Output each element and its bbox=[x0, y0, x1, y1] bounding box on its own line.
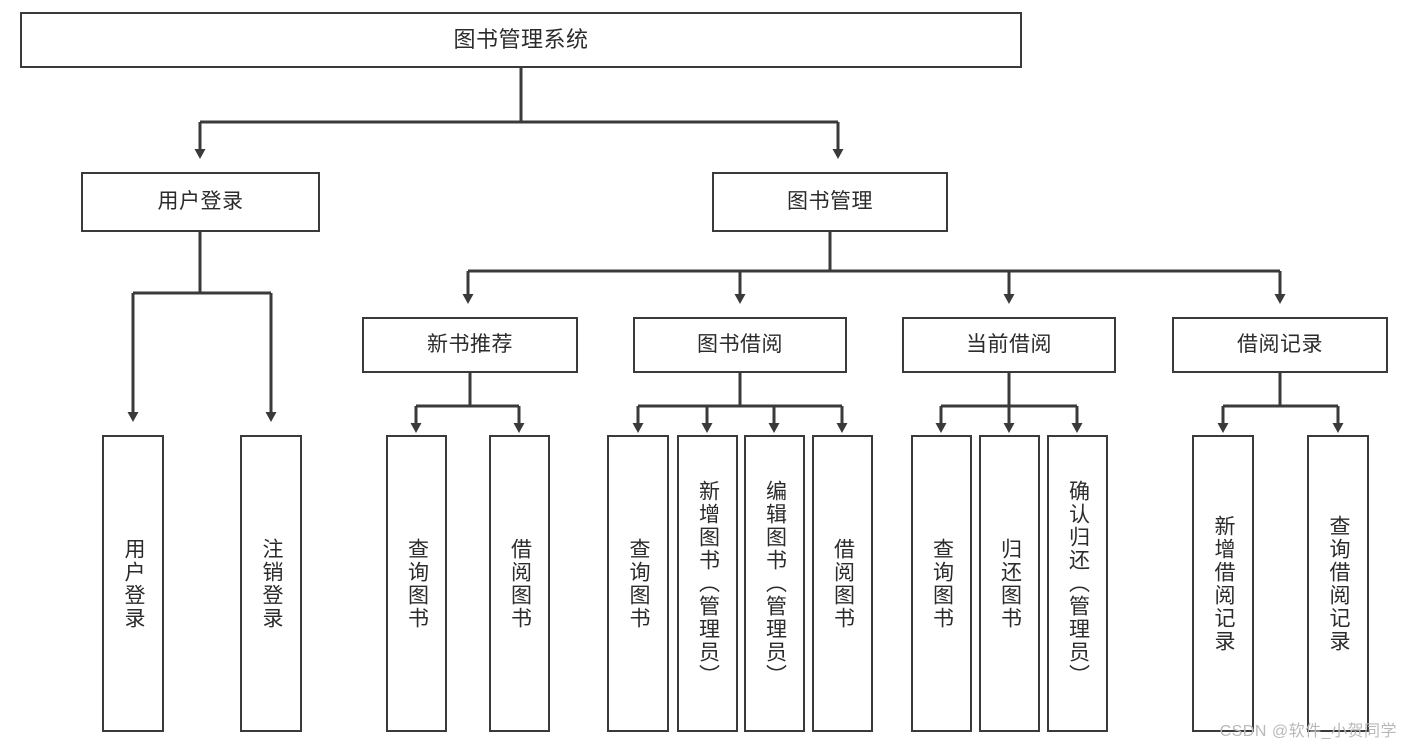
leaf-query-book-3-label: 查询图书 bbox=[930, 537, 954, 630]
node-current-borrow-label: 当前借阅 bbox=[966, 332, 1052, 356]
leaf-logout-login-label: 注销登录 bbox=[260, 537, 284, 630]
leaf-query-book-1[interactable]: 查询图书 bbox=[386, 435, 447, 732]
leaf-edit-book-label: 编辑图书（管理员） bbox=[763, 480, 787, 687]
leaf-user-login-label: 用户登录 bbox=[122, 537, 146, 630]
leaf-edit-book[interactable]: 编辑图书（管理员） bbox=[744, 435, 805, 732]
node-book-management-label: 图书管理 bbox=[787, 189, 873, 213]
node-book-borrow-label: 图书借阅 bbox=[697, 332, 783, 356]
leaf-logout-login[interactable]: 注销登录 bbox=[240, 435, 302, 732]
node-new-book-recommend[interactable]: 新书推荐 bbox=[362, 317, 578, 373]
leaf-return-book[interactable]: 归还图书 bbox=[979, 435, 1040, 732]
watermark: CSDN @软件_小贺同学 bbox=[1219, 723, 1397, 740]
leaf-return-book-label: 归还图书 bbox=[998, 537, 1022, 630]
leaf-query-borrow-record[interactable]: 查询借阅记录 bbox=[1307, 435, 1369, 732]
leaf-query-book-2[interactable]: 查询图书 bbox=[607, 435, 669, 732]
node-borrow-record-label: 借阅记录 bbox=[1237, 332, 1323, 356]
leaf-query-book-1-label: 查询图书 bbox=[405, 537, 429, 630]
leaf-query-borrow-record-label: 查询借阅记录 bbox=[1327, 514, 1351, 653]
leaf-confirm-return-label: 确认归还（管理员） bbox=[1066, 480, 1090, 687]
leaf-confirm-return[interactable]: 确认归还（管理员） bbox=[1047, 435, 1108, 732]
leaf-borrow-book-2-label: 借阅图书 bbox=[831, 537, 855, 630]
node-book-management[interactable]: 图书管理 bbox=[712, 172, 948, 232]
node-current-borrow[interactable]: 当前借阅 bbox=[902, 317, 1116, 373]
leaf-user-login[interactable]: 用户登录 bbox=[102, 435, 164, 732]
leaf-query-book-3[interactable]: 查询图书 bbox=[911, 435, 972, 732]
leaf-add-book-label: 新增图书（管理员） bbox=[696, 480, 720, 687]
leaf-add-borrow-record-label: 新增借阅记录 bbox=[1212, 514, 1236, 653]
leaf-query-book-2-label: 查询图书 bbox=[627, 537, 651, 630]
node-root[interactable]: 图书管理系统 bbox=[20, 12, 1022, 68]
leaf-borrow-book-2[interactable]: 借阅图书 bbox=[812, 435, 873, 732]
node-borrow-record[interactable]: 借阅记录 bbox=[1172, 317, 1388, 373]
node-book-borrow[interactable]: 图书借阅 bbox=[633, 317, 847, 373]
leaf-borrow-book-1[interactable]: 借阅图书 bbox=[489, 435, 550, 732]
node-new-book-recommend-label: 新书推荐 bbox=[427, 332, 513, 356]
leaf-add-borrow-record[interactable]: 新增借阅记录 bbox=[1192, 435, 1254, 732]
node-root-label: 图书管理系统 bbox=[453, 27, 589, 53]
node-user-login-label: 用户登录 bbox=[157, 189, 244, 213]
leaf-add-book[interactable]: 新增图书（管理员） bbox=[677, 435, 738, 732]
leaf-borrow-book-1-label: 借阅图书 bbox=[508, 537, 532, 630]
node-user-login[interactable]: 用户登录 bbox=[81, 172, 320, 232]
